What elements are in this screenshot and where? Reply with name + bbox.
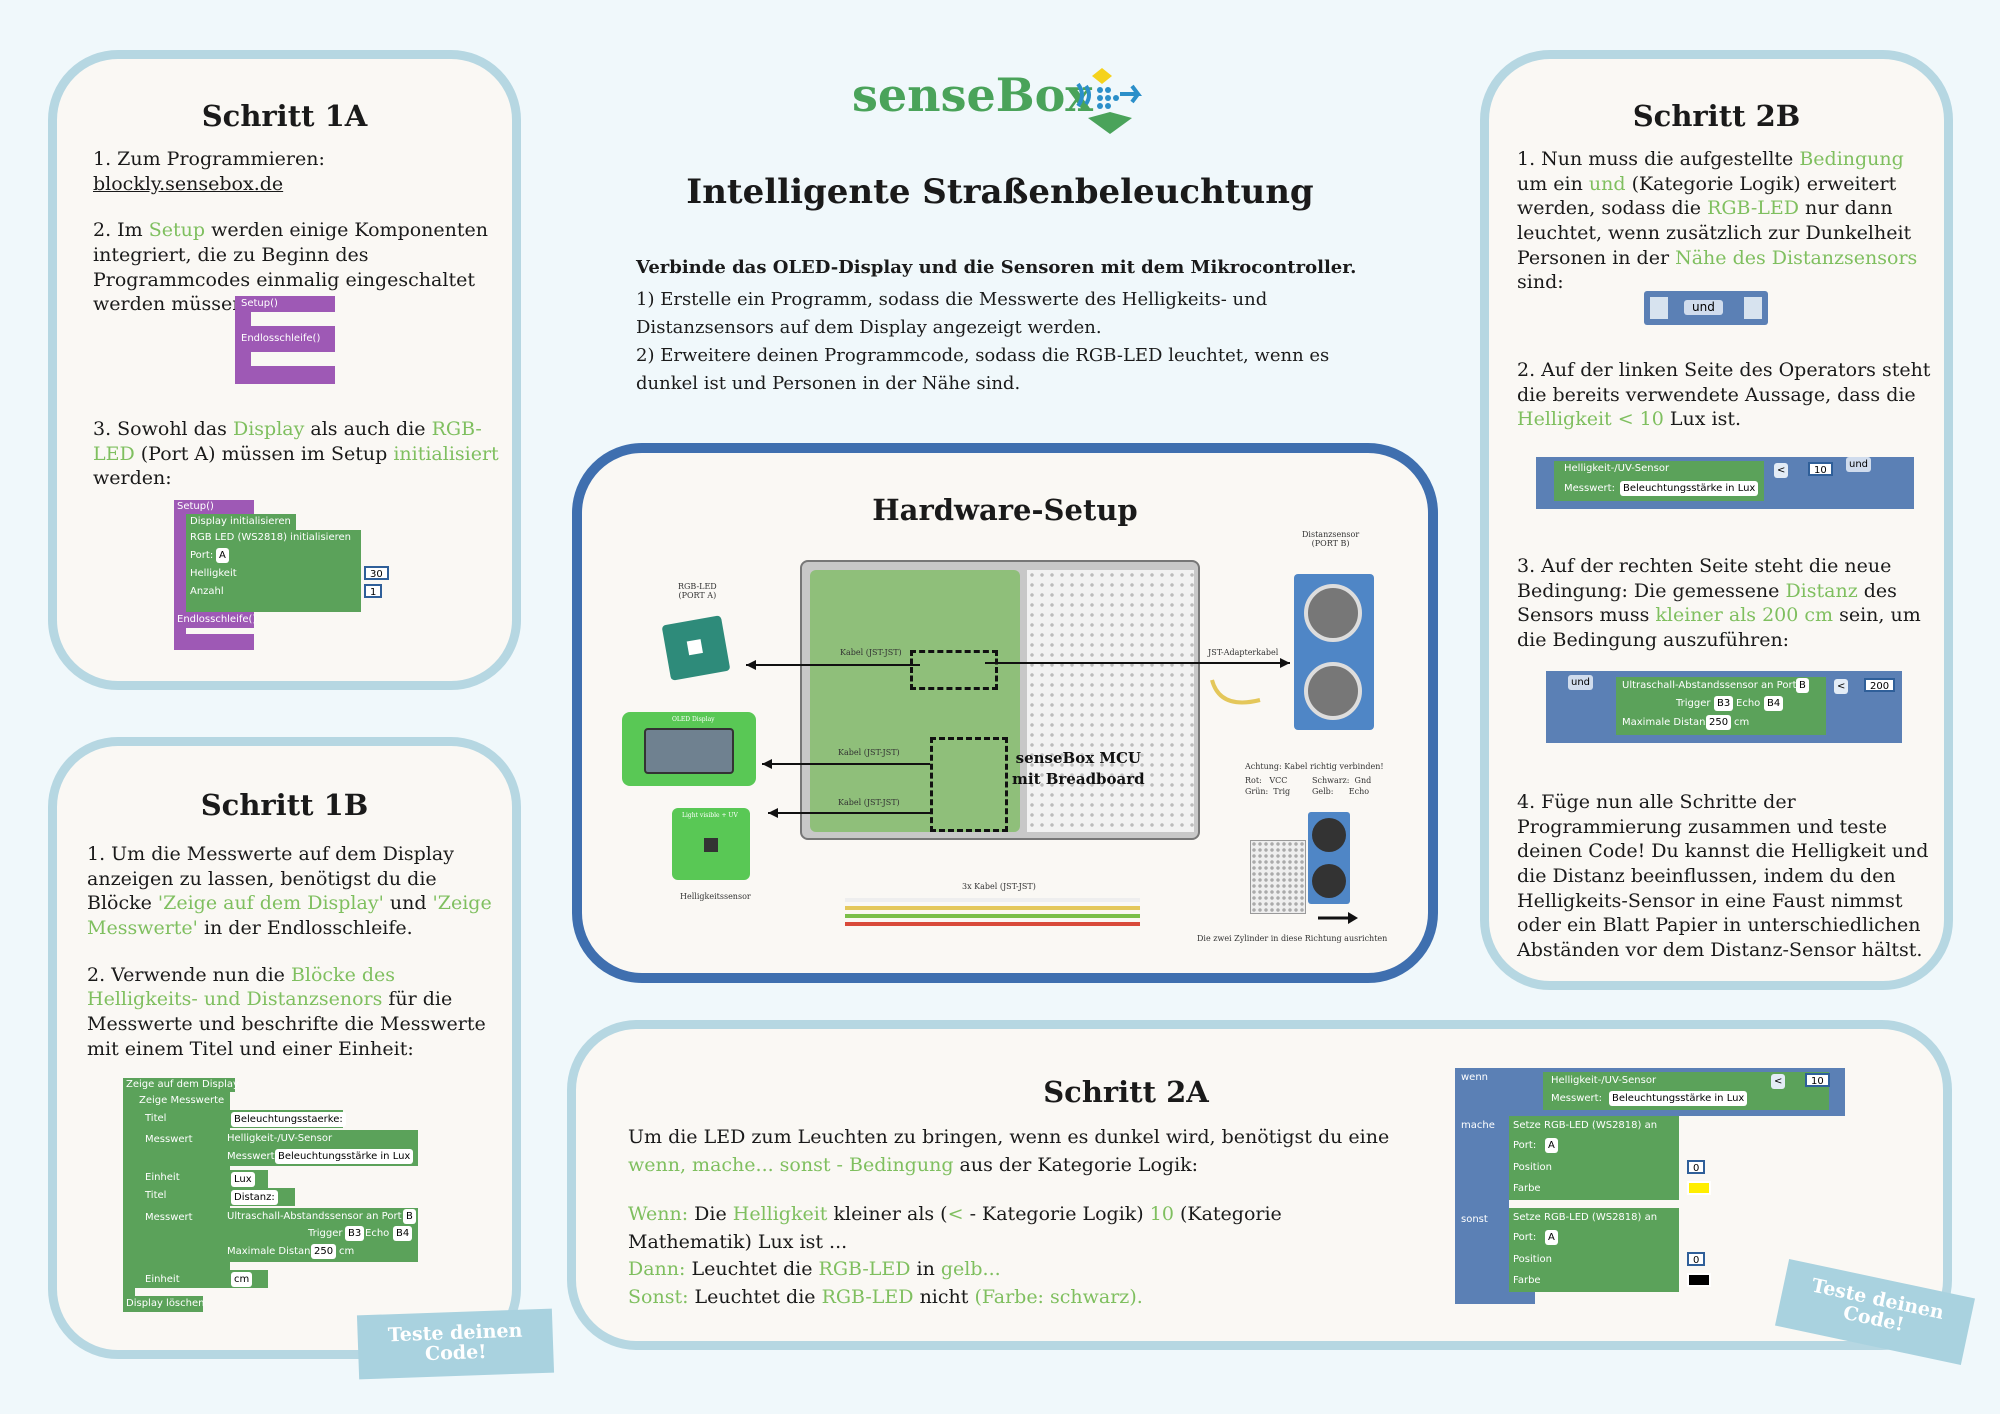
step-2b-card: Schritt 2B 1. Nun muss die aufgestellte … bbox=[1480, 50, 1953, 990]
intro-text: Verbinde das OLED-Display und die Sensor… bbox=[636, 254, 1371, 397]
mcu-label: senseBox MCU mit Breadboard bbox=[1012, 749, 1145, 788]
cable2-label: Kabel (JST-JST) bbox=[838, 748, 900, 757]
step-2b-text-4: 4. Füge nun alle Schritte der Programmie… bbox=[1517, 791, 1929, 962]
wire4-label: Gelb: Echo bbox=[1312, 787, 1370, 796]
page-title: Intelligente Straßenbeleuchtung bbox=[686, 172, 1314, 212]
brand-name: senseBox bbox=[852, 68, 1093, 122]
align-note: Die zwei Zylinder in diese Richtung ausr… bbox=[1197, 934, 1388, 943]
light-sensor-label: Helligkeitssensor bbox=[680, 892, 751, 901]
step-2a-title: Schritt 2A bbox=[1043, 1075, 1209, 1109]
step-2b-text-3: 3. Auf der rechten Seite steht die neue … bbox=[1517, 555, 1921, 652]
setup-init-block: Setup() Display initialisieren RGB LED (… bbox=[174, 500, 394, 650]
wire1-label: Rot: VCC bbox=[1245, 776, 1288, 785]
cable-count-label: 3x Kabel (JST-JST) bbox=[962, 882, 1036, 891]
intro-bold: Verbinde das OLED-Display und die Sensor… bbox=[636, 257, 1357, 278]
warning-label: Achtung: Kabel richtig verbinden! bbox=[1245, 762, 1384, 771]
step-2a-text: Um die LED zum Leuchten zu bringen, wenn… bbox=[628, 1126, 1390, 1308]
step-2b-title: Schritt 2B bbox=[1632, 99, 1801, 133]
step-2b-text-2: 2. Auf der linken Seite des Operators st… bbox=[1517, 359, 1931, 431]
hardware-title: Hardware-Setup bbox=[872, 493, 1138, 527]
mcu-breadboard bbox=[800, 560, 1200, 840]
distance-sensor-side bbox=[1308, 812, 1350, 904]
sensebox-logo-icon bbox=[1076, 68, 1142, 134]
setup-loop-block: Setup() Endlosschleife() bbox=[235, 296, 335, 384]
intro-line1: 1) Erstelle ein Programm, sodass die Mes… bbox=[636, 288, 1268, 338]
step-1a-card: Schritt 1A 1. Zum Programmieren: blockly… bbox=[48, 50, 521, 690]
distance-sensor-module bbox=[1294, 574, 1374, 730]
step-1b-text: 1. Um die Messwerte auf dem Display anze… bbox=[87, 843, 492, 1060]
rgb-label: RGB-LED (PORT A) bbox=[678, 582, 717, 600]
step-1a-title: Schritt 1A bbox=[201, 99, 368, 133]
wire2-label: Grün: Trig bbox=[1245, 787, 1291, 796]
cable-arrows-icon bbox=[746, 658, 1358, 926]
intro-line2: 2) Erweitere deinen Programmcode, sodass… bbox=[636, 344, 1330, 394]
distance-sensor-label: Distanzsensor (PORT B) bbox=[1302, 530, 1360, 548]
step-1a-text: 1. Zum Programmieren: blockly.sensebox.d… bbox=[93, 148, 488, 316]
step-2b-text-1: 1. Nun muss die aufgestellte Bedingung u… bbox=[1517, 148, 1918, 294]
step-1a-text-3: 3. Sowohl das Display als auch die RGB-L… bbox=[93, 418, 499, 490]
jst-adapter-label: JST-Adapterkabel bbox=[1208, 648, 1279, 657]
test-code-stamp-1b: Teste deinen Code! bbox=[356, 1308, 555, 1380]
step-1b-card: Schritt 1B 1. Um die Messwerte auf dem D… bbox=[48, 737, 521, 1359]
step-1b-title: Schritt 1B bbox=[200, 788, 369, 822]
cable3-label: Kabel (JST-JST) bbox=[838, 798, 900, 807]
wire3-label: Schwarz: Gnd bbox=[1312, 776, 1372, 785]
color-yellow-swatch[interactable] bbox=[1687, 1181, 1711, 1195]
mini-breadboard bbox=[1250, 840, 1306, 914]
and-distance-block: und Ultraschall-Abstandssensor an Port B… bbox=[1546, 671, 1902, 743]
brand-logo: senseBox bbox=[852, 62, 1152, 137]
and-block: und bbox=[1644, 291, 1768, 325]
blockly-link[interactable]: blockly.sensebox.de bbox=[93, 172, 284, 195]
if-else-block: wenn Helligkeit-/UV-Sensor Messwert: Bel… bbox=[1455, 1068, 1845, 1304]
hardware-diagram: senseBox MCU mit Breadboard RGB-LED (POR… bbox=[600, 530, 1430, 950]
and-brightness-block: Helligkeit-/UV-Sensor Messwert: Beleucht… bbox=[1536, 457, 1914, 509]
display-values-block: Zeige auf dem Display Zeige Messwerte Ti… bbox=[123, 1078, 433, 1318]
color-black-swatch[interactable] bbox=[1687, 1273, 1711, 1287]
light-sensor-module: Light visible + UV bbox=[672, 808, 750, 880]
cable1-label: Kabel (JST-JST) bbox=[840, 648, 902, 657]
oled-module: OLED Display bbox=[622, 712, 756, 786]
